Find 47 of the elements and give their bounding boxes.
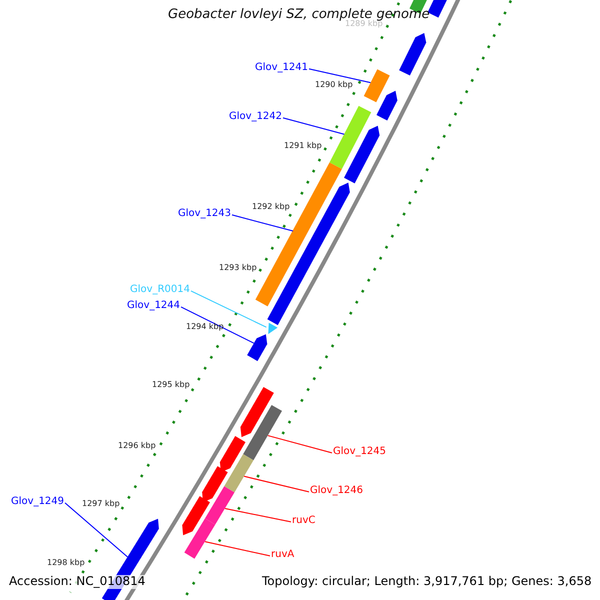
gene-label: Glov_1245	[333, 446, 386, 458]
gene-feature	[205, 486, 234, 525]
accession-text: Accession: NC_010814	[9, 575, 146, 589]
gene-feature	[243, 405, 282, 460]
gene-label: Glov_1243	[178, 208, 232, 220]
gene-feature	[240, 387, 274, 438]
leader-line	[282, 117, 345, 135]
leader-line	[267, 435, 332, 454]
genome-info-text: Topology: circular; Length: 3,917,761 bp; Genes: 3,658	[262, 575, 592, 589]
gene-feature	[182, 496, 210, 536]
gene-feature	[344, 126, 380, 184]
scale-label: 1294 kbp	[186, 322, 224, 332]
gene-feature	[220, 436, 246, 472]
leader-line	[244, 476, 310, 492]
gene-feature	[202, 466, 228, 502]
scale-label: 1297 kbp	[82, 499, 120, 508]
gene-label: Glov_1249	[11, 496, 64, 508]
gene-label: Glov_1242	[229, 111, 282, 122]
scale-label: 1293 kbp	[219, 263, 257, 272]
gene-feature	[330, 106, 372, 169]
gene-label: Glov_1244	[127, 300, 180, 312]
scale-label: 1296 kbp	[118, 441, 156, 450]
scale-label: 1290 kbp	[315, 80, 353, 90]
scale-label: 1292 kbp	[252, 202, 290, 212]
gene-label: Glov_1246	[310, 485, 364, 496]
gene-label: ruvA	[271, 549, 294, 560]
leader-line	[308, 68, 372, 84]
gene-feature	[376, 90, 398, 120]
gene-label: Glov_R0014	[130, 284, 190, 296]
gene-feature	[224, 454, 254, 492]
scale-label: 1298 kbp	[47, 558, 85, 568]
gene-feature	[184, 518, 216, 559]
gene-label: ruvC	[292, 515, 316, 526]
gene-label: Glov_1241	[255, 62, 308, 74]
gene-feature	[364, 69, 390, 102]
leader-line	[190, 290, 267, 328]
leader-line	[180, 306, 254, 344]
leader-line	[64, 502, 128, 558]
scale-label: 1291 kbp	[284, 141, 322, 150]
gene-feature	[399, 33, 426, 76]
gene-feature	[268, 322, 278, 334]
gene-feature	[247, 334, 268, 362]
leader-line	[232, 214, 294, 232]
scale-label: 1289 kbp	[345, 19, 383, 28]
leader-line	[204, 541, 270, 556]
scale-label: 1295 kbp	[152, 380, 190, 390]
leader-line	[224, 508, 292, 522]
